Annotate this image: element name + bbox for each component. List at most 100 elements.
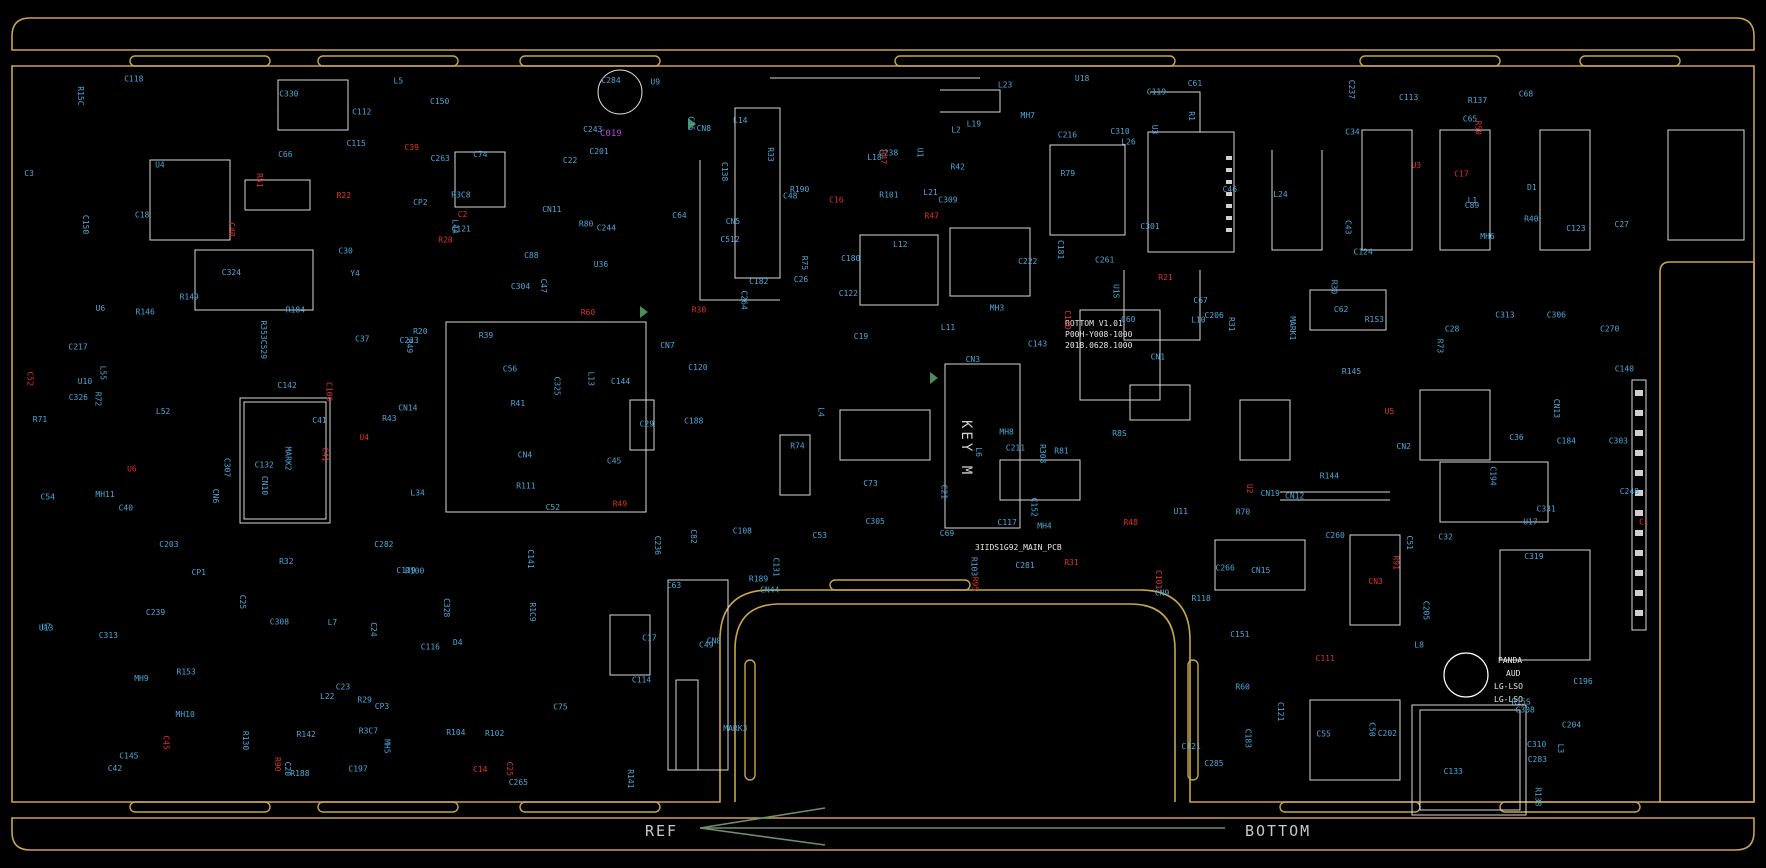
silk-blue-designator: R72 xyxy=(94,392,103,407)
silk-blue-designator: L26 xyxy=(1121,138,1136,147)
silk-blue-designator: C308 xyxy=(1516,706,1535,715)
silk-blue-designator: C266 xyxy=(1216,564,1235,573)
version-line-2: P00H-Y008-1000 xyxy=(1065,330,1133,339)
silk-blue-designator: L14 xyxy=(733,116,748,125)
silk-blue-designator: R1 xyxy=(1187,111,1196,121)
silk-blue-designator: C121 xyxy=(452,224,471,233)
silk-blue-designator: R3C8 xyxy=(451,191,470,200)
silk-blue-designator: L3 xyxy=(1556,744,1565,754)
silk-blue-designator: C42 xyxy=(108,764,123,773)
silk-red-designator: C100 xyxy=(324,382,333,401)
silk-blue-designator: CN3 xyxy=(966,355,981,364)
silk-blue-designator: C211 xyxy=(1006,443,1025,452)
silk-blue-designator: C46 xyxy=(1223,185,1238,194)
key-label: KEY M xyxy=(958,420,974,477)
silk-blue-designator: L22 xyxy=(320,692,335,701)
silk-blue-designator: C21 xyxy=(939,485,948,500)
silk-blue-designator: C61 xyxy=(1188,79,1203,88)
silk-blue-designator: C194 xyxy=(1489,466,1498,485)
silk-blue-designator: U11 xyxy=(1174,507,1189,516)
silk-blue-designator: C319 xyxy=(1524,552,1543,561)
silk-red-designator: R47 xyxy=(879,150,888,165)
silk-blue-designator: U1 xyxy=(915,148,924,158)
silk-blue-designator: R142 xyxy=(297,730,316,739)
silk-blue-designator: C108 xyxy=(733,526,752,535)
silk-red-designator: C14 xyxy=(473,765,488,774)
silk-blue-designator: C25 xyxy=(238,595,247,610)
silk-blue-designator: L6 xyxy=(974,447,983,457)
silk-blue-designator: R33 xyxy=(766,147,775,162)
silk-blue-designator: C82 xyxy=(689,529,698,544)
silk-blue-designator: C144 xyxy=(611,377,630,386)
board-outline xyxy=(11,17,1755,851)
silk-blue-designator: CN11 xyxy=(542,205,561,214)
silk-blue-designator: C307 xyxy=(222,458,231,477)
silk-blue-designator: C28 xyxy=(1445,325,1460,334)
silk-blue-designator: CN19 xyxy=(1261,489,1280,498)
silk-blue-designator: MH7 xyxy=(1021,111,1036,120)
silk-blue-designator: C308 xyxy=(270,618,289,627)
silk-blue-designator: C180 xyxy=(841,254,860,263)
silk-blue-designator: MARK2 xyxy=(283,447,292,471)
silk-blue-designator: C63 xyxy=(667,581,682,590)
silk-blue-designator: C48 xyxy=(783,191,798,200)
silk-blue-designator: C142 xyxy=(278,381,297,390)
silk-blue-designator: C284 xyxy=(601,76,620,85)
silk-blue-designator: C264 xyxy=(739,291,748,310)
silk-red-designator: R21 xyxy=(1158,273,1173,282)
silk-blue-designator: R71 xyxy=(33,415,48,424)
silk-blue-designator: R189 xyxy=(749,575,768,584)
silk-red-designator: C25 xyxy=(505,762,514,777)
silk-blue-designator: C66 xyxy=(278,150,293,159)
silk-blue-designator: C138 xyxy=(720,162,729,181)
silk-blue-designator: CP1 xyxy=(192,568,207,577)
silk-blue-designator: C60 xyxy=(1121,315,1136,324)
silk-blue-designator: R81 xyxy=(1054,446,1069,455)
silk-blue-designator: MARK3 xyxy=(723,724,747,733)
silk-blue-designator: CN6 xyxy=(211,489,220,504)
silk-red-designator: C2 xyxy=(458,210,468,219)
silk-blue-designator: CN7 xyxy=(660,341,675,350)
silk-blue-designator: C248 xyxy=(1620,487,1639,496)
silk-blue-designator: L1 xyxy=(1468,196,1478,205)
silk-red-designator: CN3 xyxy=(1368,577,1383,586)
silk-blue-designator: C204 xyxy=(1562,720,1581,729)
connector-pads xyxy=(1226,156,1643,616)
silk-blue-designator: C116 xyxy=(421,643,440,652)
silk-blue-designator: C261 xyxy=(1095,255,1114,264)
silk-blue-designator: C263 xyxy=(431,154,450,163)
silk-red-designator: U2 xyxy=(1245,484,1254,494)
silk-blue-designator: R188 xyxy=(290,769,309,778)
silk-blue-designator: R104 xyxy=(446,728,465,737)
silk-blue-designator: U3 xyxy=(1150,125,1159,135)
silk-blue-designator: R30 xyxy=(1330,280,1339,295)
silk-blue-designator: R31 xyxy=(1227,317,1236,332)
silk-red-designator: R49 xyxy=(613,499,628,508)
silk-red-designator: U3 xyxy=(1412,161,1422,170)
silk-blue-designator: U6 xyxy=(96,304,106,313)
silk-blue-designator: CN10 xyxy=(260,476,269,495)
silk-red-designator: C17 xyxy=(1454,170,1469,179)
direction-arrow xyxy=(699,807,1225,846)
silk-blue-designator: R103 xyxy=(969,557,978,576)
silk-blue-designator: C181 xyxy=(1056,240,1065,259)
silk-blue-designator: L24 xyxy=(1273,190,1288,199)
silk-blue-designator: C45 xyxy=(607,457,622,466)
silk-blue-designator: C182 xyxy=(749,277,768,286)
silk-blue-designator: C301 xyxy=(1140,222,1159,231)
silk-blue-designator: C26 xyxy=(794,275,809,284)
silk-red-designator: C101 xyxy=(1154,570,1163,589)
silk-red-designator: R22 xyxy=(337,191,352,200)
silk-blue-designator: L7 xyxy=(328,618,338,627)
silk-red-designator: R31 xyxy=(1064,558,1079,567)
silk-blue-designator: R15C xyxy=(76,86,85,105)
silk-blue-designator: C239 xyxy=(146,608,165,617)
silk-blue-designator: C283 xyxy=(1528,755,1547,764)
silk-blue-designator: L23 xyxy=(998,81,1013,90)
silk-blue-designator: MH5 xyxy=(383,739,392,754)
silk-blue-designator: C217 xyxy=(68,342,87,351)
silk-red-designator: C110 xyxy=(1063,310,1072,329)
pcb-name-label: 3IIDS1G92_MAIN_PCB xyxy=(975,543,1062,552)
silk-blue-designator: C188 xyxy=(684,416,703,425)
silk-red-designator: U4 xyxy=(359,433,369,442)
